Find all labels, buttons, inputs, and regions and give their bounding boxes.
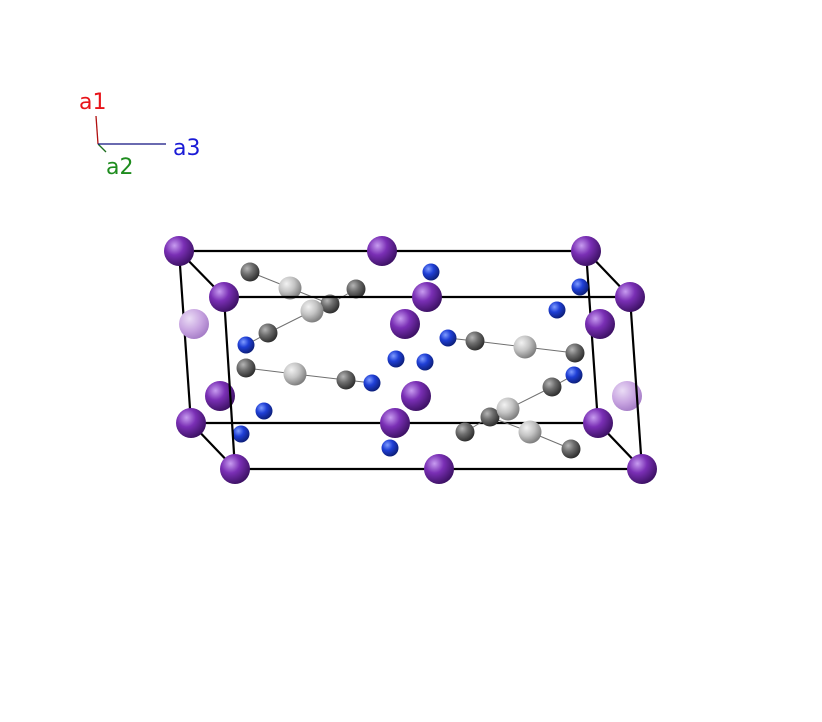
atom-purple[interactable] (209, 282, 239, 312)
atom-purple-faded[interactable] (612, 381, 642, 411)
atom-gray-dark[interactable] (480, 407, 500, 427)
axis-a1-label: a1 (79, 90, 106, 115)
atom-gray-dark[interactable] (236, 358, 256, 378)
atom-purple[interactable] (390, 309, 420, 339)
atom-gray-dark[interactable] (465, 331, 485, 351)
atom-gray-dark[interactable] (565, 343, 585, 363)
atom-purple[interactable] (571, 236, 601, 266)
atom-blue[interactable] (422, 263, 440, 281)
atom-purple[interactable] (627, 454, 657, 484)
atom-blue[interactable] (548, 301, 566, 319)
atom-blue[interactable] (571, 278, 589, 296)
unit-cell-front-edges (222, 295, 644, 471)
atom-purple[interactable] (412, 282, 442, 312)
atom-gray-dark[interactable] (336, 370, 356, 390)
atom-purple[interactable] (585, 309, 615, 339)
atom-purple[interactable] (367, 236, 397, 266)
atom-gray-dark[interactable] (240, 262, 260, 282)
atom-purple[interactable] (615, 282, 645, 312)
axis-a1-line (95, 115, 99, 145)
atom-blue[interactable] (439, 329, 457, 347)
atom-purple[interactable] (164, 236, 194, 266)
atom-blue[interactable] (363, 374, 381, 392)
atoms-front (209, 282, 657, 484)
axis-triad: a1 a2 a3 (79, 90, 200, 180)
atom-blue[interactable] (381, 439, 399, 457)
atom-blue[interactable] (255, 402, 273, 420)
atom-gray-dark[interactable] (258, 323, 278, 343)
atom-gray-light[interactable] (283, 362, 307, 386)
atom-gray-dark[interactable] (561, 439, 581, 459)
axis-a3-label: a3 (173, 136, 200, 161)
atom-blue[interactable] (387, 350, 405, 368)
atom-purple[interactable] (583, 408, 613, 438)
axis-a2-line (97, 143, 107, 153)
atom-blue[interactable] (237, 336, 255, 354)
atom-blue[interactable] (565, 366, 583, 384)
atom-blue[interactable] (416, 353, 434, 371)
atom-gray-light[interactable] (278, 276, 302, 300)
atom-gray-dark[interactable] (455, 422, 475, 442)
atom-purple[interactable] (220, 454, 250, 484)
atom-gray-light[interactable] (496, 397, 520, 421)
atom-purple[interactable] (176, 408, 206, 438)
atom-purple[interactable] (424, 454, 454, 484)
axis-a2-label: a2 (106, 155, 133, 180)
atom-gray-dark[interactable] (346, 279, 366, 299)
atom-gray-light[interactable] (300, 299, 324, 323)
atom-blue[interactable] (232, 425, 250, 443)
atom-purple[interactable] (380, 408, 410, 438)
atom-gray-dark[interactable] (542, 377, 562, 397)
atom-gray-light[interactable] (518, 420, 542, 444)
atom-purple[interactable] (401, 381, 431, 411)
atom-purple[interactable] (205, 381, 235, 411)
atoms (164, 236, 642, 459)
atom-gray-light[interactable] (513, 335, 537, 359)
atom-gray-dark[interactable] (320, 294, 340, 314)
atom-purple-faded[interactable] (179, 309, 209, 339)
